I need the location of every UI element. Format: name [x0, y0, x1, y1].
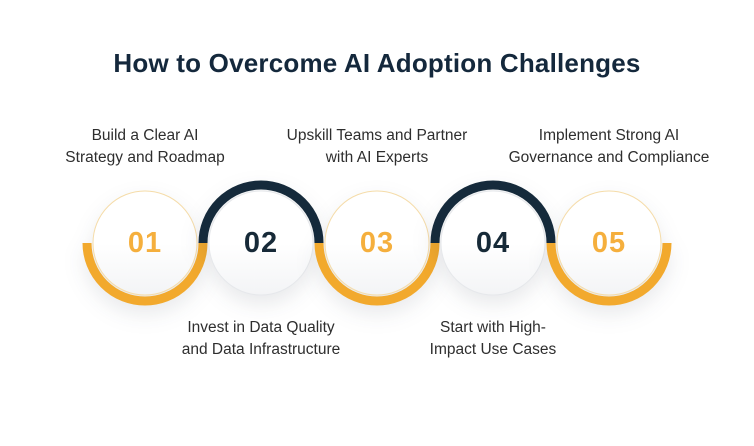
step-4-label-line2: Impact Use Cases — [429, 341, 557, 358]
step-5-circle-icon — [546, 190, 672, 306]
step-5-badge: 05 — [544, 178, 674, 308]
step-2-label: Invest in Data Quality and Data Infrastr… — [136, 317, 386, 361]
step-2-number: 02 — [243, 226, 279, 259]
step-5-number: 05 — [591, 226, 627, 259]
step-1-label-line1: Build a Clear AI — [91, 127, 199, 144]
step-4-circle-icon — [430, 180, 556, 296]
step-1-circle-icon — [82, 190, 208, 306]
step-5-label: Implement Strong AI Governance and Compl… — [484, 125, 734, 169]
step-3-number: 03 — [359, 226, 395, 259]
step-4-badge: 04 — [428, 178, 558, 308]
step-3-badge: 03 — [312, 178, 442, 308]
step-3-label: Upskill Teams and Partner with AI Expert… — [252, 125, 502, 169]
step-1-badge: 01 — [80, 178, 210, 308]
step-3-circle-icon — [314, 190, 440, 306]
step-2-badge: 02 — [196, 178, 326, 308]
step-2-label-line2: and Data Infrastructure — [181, 341, 341, 358]
step-2-circle-icon — [198, 180, 324, 296]
step-4-label: Start with High- Impact Use Cases — [368, 317, 618, 361]
step-3-label-line2: with AI Experts — [325, 149, 429, 166]
step-1-number: 01 — [127, 226, 163, 259]
step-4-number: 04 — [475, 226, 511, 259]
step-1-label: Build a Clear AI Strategy and Roadmap — [20, 125, 270, 169]
step-5-label-line1: Implement Strong AI — [538, 127, 680, 144]
step-1-label-line2: Strategy and Roadmap — [65, 149, 225, 166]
step-4-label-line1: Start with High- — [440, 319, 546, 336]
step-2-label-line1: Invest in Data Quality — [187, 319, 335, 336]
page-title: How to Overcome AI Adoption Challenges — [113, 48, 641, 78]
step-5-label-line2: Governance and Compliance — [508, 149, 710, 166]
step-3-label-line1: Upskill Teams and Partner — [286, 127, 468, 144]
